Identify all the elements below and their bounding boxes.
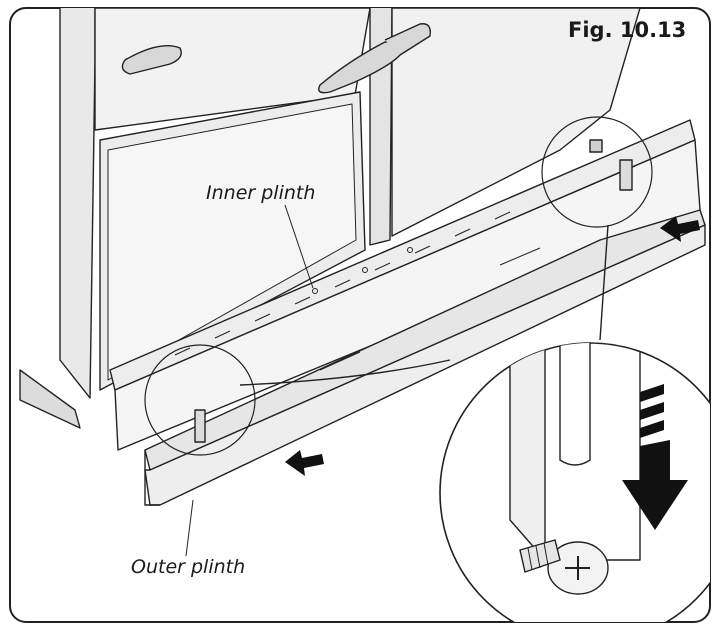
plinth-slots (174, 211, 541, 371)
left-detail-circle (144, 344, 256, 456)
push-arrow-icon (285, 216, 700, 476)
leader-lines (185, 204, 314, 557)
screw-icon (519, 539, 609, 595)
outer-plinth-label: Outer plinth (131, 556, 246, 578)
figure-number: Fig. 10.13 (568, 18, 687, 42)
cooker-body (19, 8, 641, 429)
magnified-view (239, 224, 710, 622)
door-handles (121, 23, 431, 94)
inner-plinth-label: Inner plinth (206, 182, 316, 204)
right-detail-circle (541, 116, 653, 228)
down-arrow-icon (622, 384, 688, 530)
